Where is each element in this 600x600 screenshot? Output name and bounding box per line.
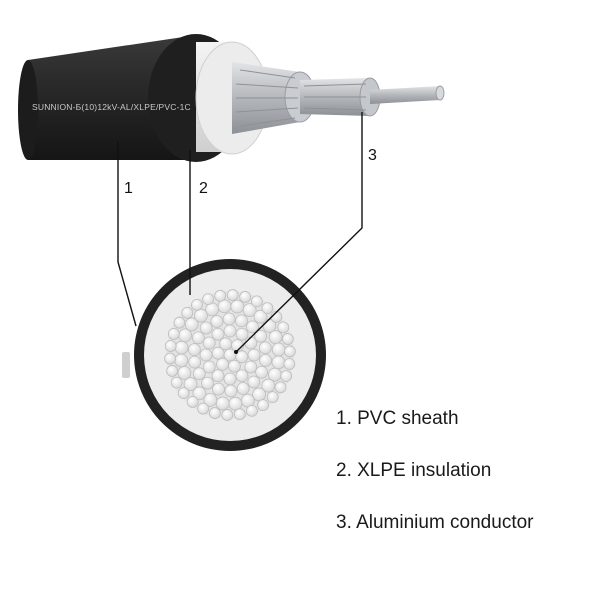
conductor-strand bbox=[274, 381, 287, 394]
conductor-strand bbox=[254, 329, 268, 343]
cross-section-conductor-strands bbox=[164, 289, 296, 421]
pvc-sheath-left-end bbox=[18, 60, 38, 160]
conductor-strand bbox=[199, 348, 213, 362]
conductor-strand bbox=[223, 372, 237, 386]
conductor-strand bbox=[246, 320, 259, 334]
conductor-strand bbox=[191, 299, 203, 311]
conductor-strand bbox=[223, 324, 237, 338]
sheath-ridge bbox=[122, 352, 130, 378]
conductor-strand bbox=[253, 309, 268, 324]
conductor-strand bbox=[215, 396, 230, 411]
conductor-strand bbox=[244, 360, 258, 374]
conductor-strand bbox=[219, 337, 233, 351]
conductor-strand bbox=[235, 369, 249, 383]
conductor-strand bbox=[211, 327, 225, 341]
cable-perspective: SUNNION-Б(10)12kV-AL/XLPE/PVC-1C bbox=[18, 34, 445, 162]
conductor-strand bbox=[203, 393, 218, 407]
conductor-strand bbox=[233, 408, 246, 421]
conductor-strand bbox=[224, 384, 238, 398]
conductor-outer-strands bbox=[235, 69, 299, 127]
conductor-strand bbox=[174, 353, 189, 368]
conductor-strand bbox=[188, 355, 202, 369]
conductor-strand bbox=[230, 299, 245, 314]
conductor-strand bbox=[280, 370, 293, 383]
conductor-strand bbox=[199, 321, 213, 335]
conductor-strand bbox=[184, 317, 199, 332]
conductor-strand bbox=[221, 409, 234, 421]
conductor-strand bbox=[214, 289, 227, 302]
conductor-strand bbox=[239, 291, 252, 303]
conductor-strand bbox=[242, 303, 257, 317]
conductor-strand bbox=[277, 321, 290, 334]
conductor-strand bbox=[271, 342, 286, 357]
conductor-strand bbox=[217, 299, 232, 314]
pvc-sheath-body bbox=[24, 36, 190, 160]
conductor-core-wire bbox=[370, 86, 440, 104]
conductor-strand bbox=[186, 395, 199, 408]
conductor-strand bbox=[202, 293, 215, 306]
conductor-strand bbox=[235, 327, 249, 341]
cable-cross-section bbox=[122, 259, 326, 451]
leader-line-3 bbox=[235, 112, 363, 353]
conductor-strand bbox=[266, 391, 279, 404]
conductor-strand bbox=[211, 369, 225, 383]
conductor-strand bbox=[202, 336, 216, 350]
conductor-strand bbox=[210, 315, 224, 328]
conductor-core-end bbox=[435, 85, 445, 101]
conductor-strand bbox=[222, 312, 236, 326]
conductor-strand bbox=[166, 365, 179, 377]
conductor-strand bbox=[188, 343, 201, 357]
legend-item-pvc-sheath: 1. PVC sheath bbox=[336, 408, 459, 429]
conductor-middle-strands bbox=[303, 83, 367, 111]
conductor-strand bbox=[174, 340, 189, 355]
conductor-strand bbox=[183, 377, 198, 391]
conductor-strand bbox=[197, 402, 210, 415]
conductor-strand bbox=[261, 302, 274, 315]
leader-lines bbox=[117, 112, 363, 353]
conductor-strand bbox=[177, 365, 192, 380]
conductor-strand bbox=[247, 375, 261, 389]
conductor-strand bbox=[177, 387, 190, 399]
conductor-strand bbox=[192, 386, 207, 401]
conductor-strand bbox=[281, 333, 294, 345]
conductor-strand bbox=[271, 355, 286, 370]
conductor-strand bbox=[255, 365, 269, 379]
conductor-strand bbox=[164, 340, 177, 352]
conductor-strand bbox=[257, 399, 269, 411]
conductor-strand bbox=[167, 327, 180, 340]
jacket-print: SUNNION-Б(10)12kV-AL/XLPE/PVC-1C bbox=[32, 102, 191, 112]
conductor-strand bbox=[247, 348, 261, 362]
conductor-strand bbox=[202, 360, 216, 374]
conductor-strand bbox=[173, 316, 186, 329]
conductor-strand bbox=[261, 378, 276, 393]
conductor-strand bbox=[208, 407, 221, 419]
legend-item-aluminium-conductor: 3. Aluminium conductor bbox=[336, 512, 534, 533]
conductor-strand bbox=[192, 367, 206, 381]
conductor-strand bbox=[250, 295, 263, 308]
conductor-strand bbox=[226, 289, 239, 301]
callout-3: 3 bbox=[368, 147, 377, 164]
conductor-strand bbox=[283, 345, 296, 358]
callout-2: 2 bbox=[199, 180, 208, 197]
legend-item-xlpe-insulation: 2. XLPE insulation bbox=[336, 460, 492, 481]
conductor-strand bbox=[236, 382, 250, 395]
conductor-strand bbox=[245, 404, 258, 417]
conductor-strand bbox=[227, 359, 241, 373]
conductor-strand bbox=[181, 306, 194, 319]
conductor-strand bbox=[170, 376, 183, 389]
conductor-strand bbox=[212, 382, 225, 396]
conductor-strand bbox=[268, 330, 283, 345]
conductor-strand bbox=[228, 396, 243, 411]
conductor-strand bbox=[191, 331, 205, 345]
conductor-strand bbox=[216, 357, 229, 371]
conductor-strand bbox=[283, 358, 296, 370]
conductor-strand bbox=[258, 341, 272, 355]
callout-1: 1 bbox=[124, 180, 133, 197]
conductor-strand bbox=[164, 352, 177, 365]
conductor-strand bbox=[259, 353, 272, 367]
leader-line-1 bbox=[117, 142, 137, 327]
conductor-strand bbox=[235, 314, 248, 328]
conductor-strand bbox=[201, 376, 214, 390]
